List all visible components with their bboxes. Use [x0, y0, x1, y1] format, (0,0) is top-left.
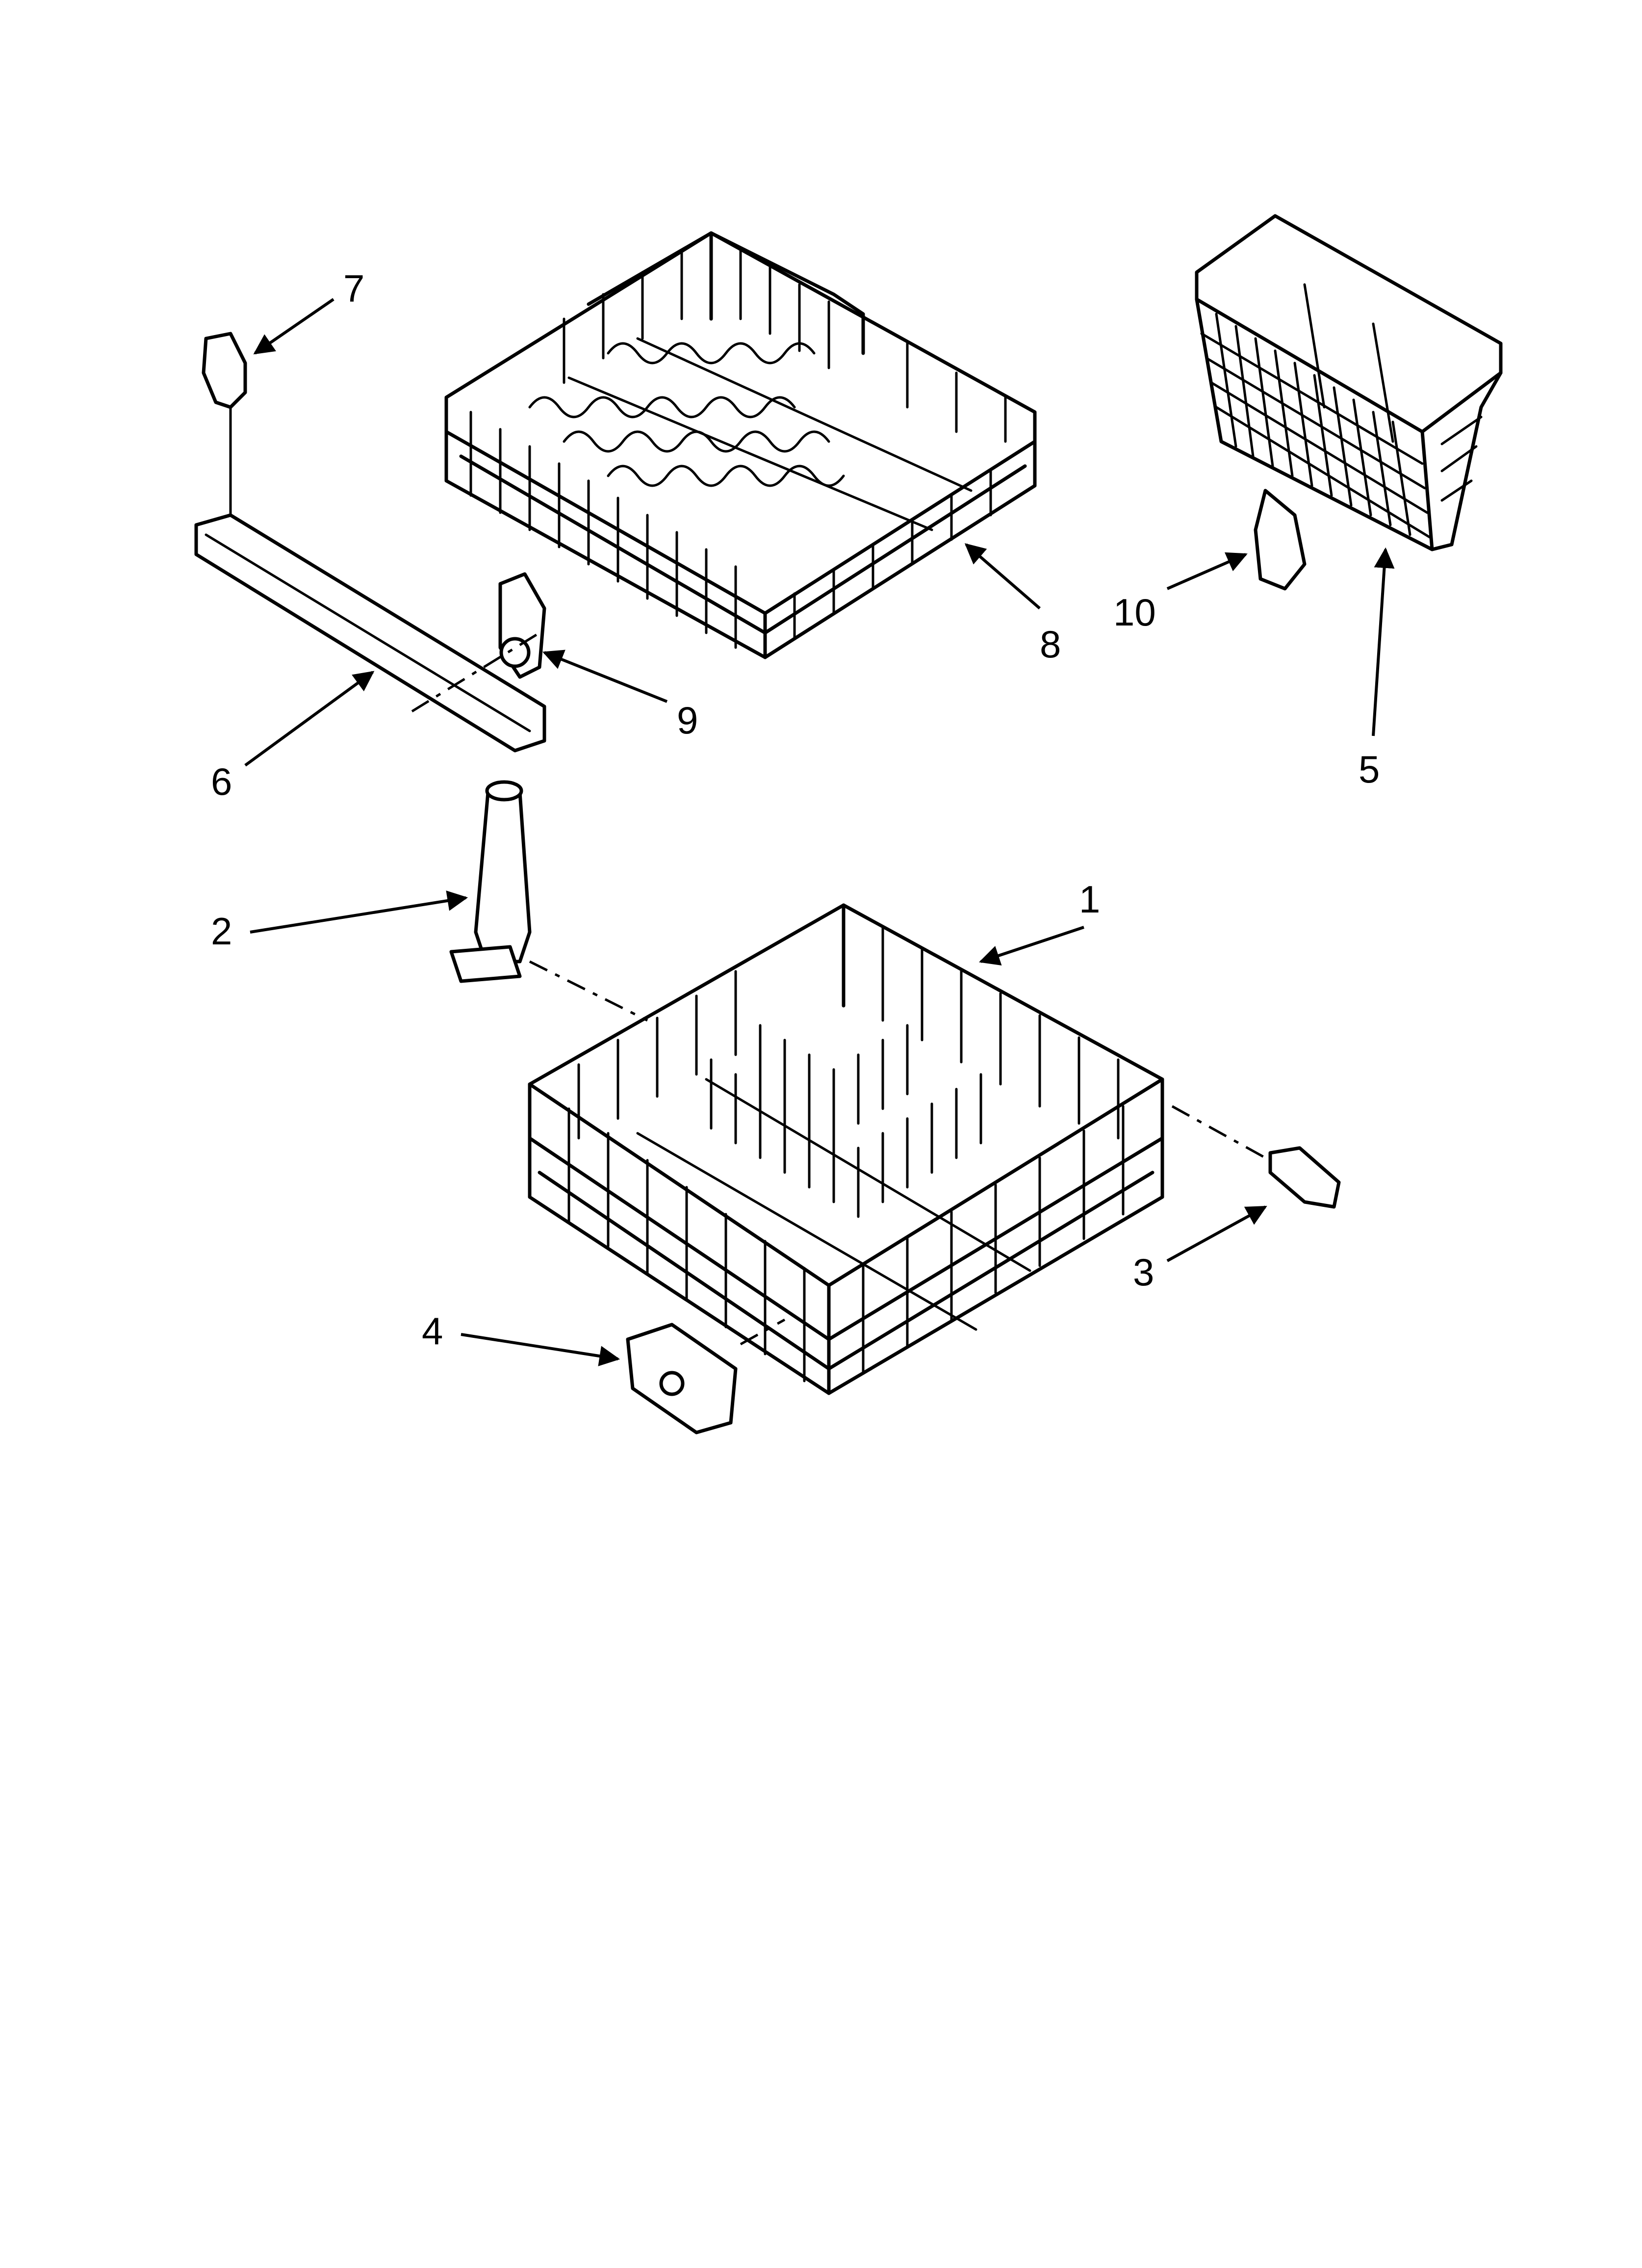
- clip-part-7: [202, 332, 247, 517]
- callout-1: 1: [1079, 878, 1100, 921]
- callout-3: 3: [1133, 1251, 1154, 1294]
- rail-part-6: [194, 513, 546, 753]
- callout-10: 10: [1113, 591, 1156, 634]
- alignment-line: [1171, 1105, 1266, 1159]
- callout-2: 2: [211, 910, 232, 953]
- clip-part-10: [1254, 489, 1307, 591]
- callout-6: 6: [211, 760, 232, 803]
- callout-4: 4: [422, 1309, 443, 1353]
- stop-part-9: [498, 572, 546, 679]
- callout-5: 5: [1359, 748, 1380, 791]
- clip-part-3: [1268, 1146, 1341, 1209]
- tube-part-2: [449, 780, 532, 983]
- alignment-line: [411, 631, 540, 713]
- callout-9: 9: [677, 699, 698, 742]
- callout-8: 8: [1040, 623, 1061, 666]
- bracket-part-4: [626, 1323, 738, 1434]
- cutlery-basket: [1195, 214, 1503, 551]
- callout-7: 7: [343, 267, 364, 310]
- alignment-line: [740, 1318, 786, 1346]
- upper-rack: [444, 231, 1037, 659]
- leader-arrows: [244, 298, 1395, 1366]
- lower-rack: [528, 903, 1164, 1395]
- alignment-line: [529, 960, 648, 1022]
